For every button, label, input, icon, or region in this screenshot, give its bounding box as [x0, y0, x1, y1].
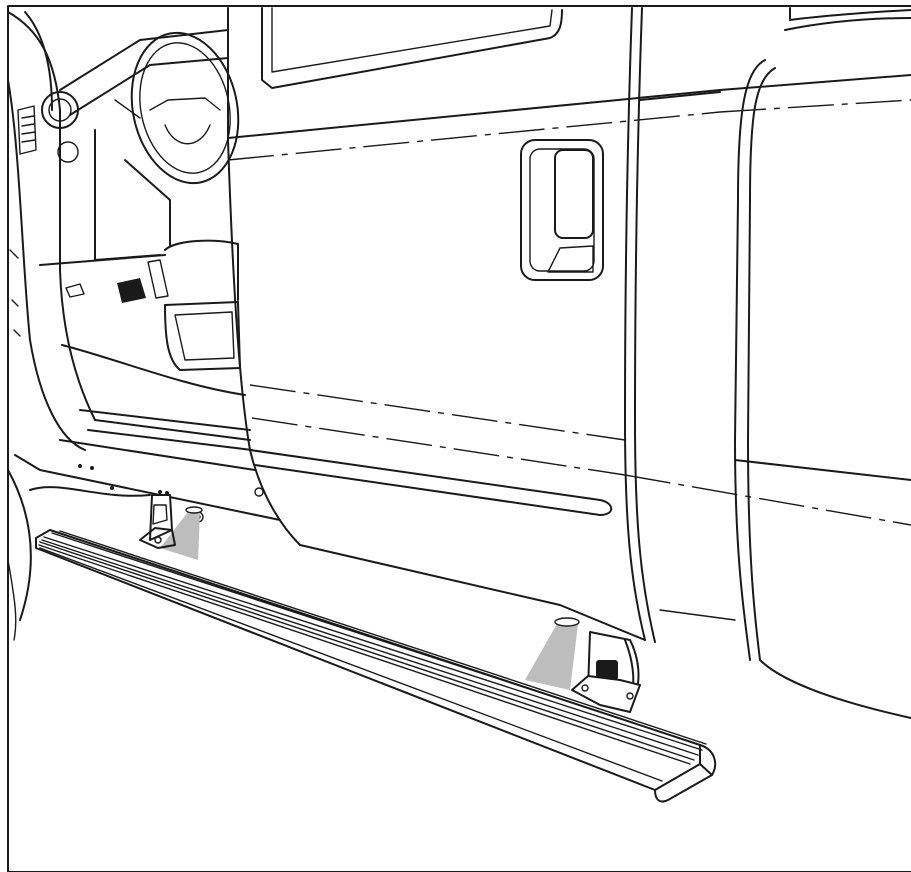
light-beam-rear [525, 622, 578, 690]
round-vent [41, 91, 79, 129]
seat [164, 239, 241, 371]
brake-pedal [117, 278, 146, 303]
figure-border [7, 5, 911, 872]
door-handle [520, 139, 604, 281]
rear-mount-bracket [571, 631, 641, 713]
light-beam-front [160, 512, 200, 560]
running-board [35, 494, 717, 803]
front-mount-bracket [139, 494, 176, 549]
rear-body [639, 7, 911, 719]
cab-interior [7, 11, 281, 621]
front-door [227, 7, 911, 643]
dash-vent [17, 105, 37, 155]
motor-unit [596, 660, 618, 680]
steering-wheel [114, 31, 240, 185]
